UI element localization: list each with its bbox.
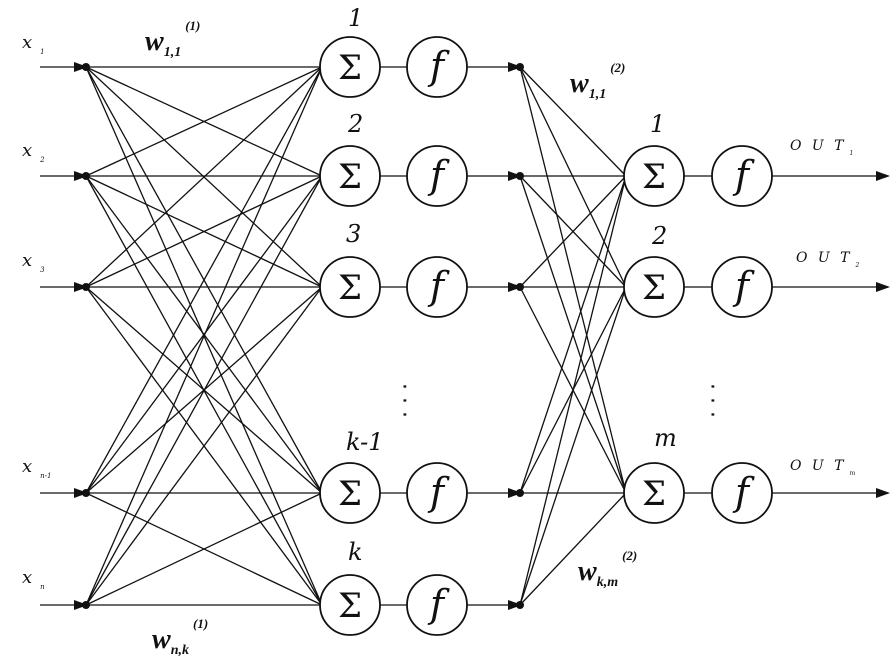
hidden-sum-k-circle (319, 574, 381, 636)
hidden-sum-1-circle (319, 36, 381, 98)
edge-in5-hid2 (85, 175, 323, 606)
output-ellipsis: · · · (699, 383, 724, 418)
hidden-sum-2-symbol: Σ (338, 157, 362, 197)
input-dot-4 (82, 489, 90, 497)
output-f-1-circle (711, 145, 773, 207)
hidden-f-k-1-circle (406, 462, 468, 524)
edge-hidk-out2 (519, 286, 627, 606)
input-dot-2 (82, 172, 90, 180)
output-node-label-1: 1 (650, 110, 665, 138)
hidden-out-dot-3 (516, 283, 524, 291)
edge-hid1-out2 (519, 66, 627, 288)
output-sum-2-symbol: Σ (642, 268, 666, 308)
hidden-out-dot-2 (516, 172, 524, 180)
hidden-label-3: 3 (346, 220, 361, 248)
edge-in3-hid2 (85, 175, 323, 288)
weight-label-w11-2: w1,1(2) (570, 60, 625, 102)
edge-hid3-out1 (519, 175, 627, 288)
hidden-f-3-circle (406, 256, 468, 318)
hidden-label-2: 2 (347, 110, 363, 138)
input-dot-1 (82, 63, 90, 71)
edge-in2-hid1 (85, 66, 323, 177)
hidden-label-k: k (348, 538, 363, 566)
edge-in4-hid1 (85, 66, 323, 494)
hidden-f-2-circle (406, 145, 468, 207)
hidden-ellipsis: · · · (391, 383, 416, 418)
edge-hidk-1-out1 (519, 175, 627, 494)
weight-label-wnk-1: wn,k(1) (152, 616, 208, 658)
hidden-sum-k-1-symbol: Σ (338, 474, 362, 514)
input-dot-5 (82, 601, 90, 609)
output-f-2-circle (711, 256, 773, 318)
output-sum-m-circle (623, 462, 685, 524)
input-dot-3 (82, 283, 90, 291)
hidden-out-dot-k-1 (516, 489, 524, 497)
edge-hid1-out1 (519, 66, 627, 177)
edge-in5-hid1 (85, 66, 323, 606)
output-node-label-m: m (654, 424, 677, 452)
output-f-m-circle (711, 462, 773, 524)
hidden-label-1: 1 (348, 4, 363, 32)
hidden-out-dot-k (516, 601, 524, 609)
weight-label-wkm-2: wk,m(2) (578, 548, 637, 590)
edge-in3-hid1 (85, 66, 323, 288)
edge-hidk-out1 (519, 175, 627, 606)
output-sum-1-symbol: Σ (642, 157, 666, 197)
hidden-f-k-circle (406, 574, 468, 636)
output-sum-m-symbol: Σ (642, 474, 666, 514)
edge-hidk-outm (519, 492, 627, 606)
edge-in5-hid4 (85, 492, 323, 606)
output-node-label-2: 2 (651, 222, 667, 250)
output-sum-1-circle (623, 145, 685, 207)
hidden-sum-k-1-circle (319, 462, 381, 524)
hidden-label-k-1: k-1 (346, 428, 384, 456)
hidden-sum-3-symbol: Σ (338, 268, 362, 308)
hidden-sum-3-circle (319, 256, 381, 318)
hidden-out-dot-1 (516, 63, 524, 71)
hidden-sum-1-symbol: Σ (338, 48, 362, 88)
weight-label-w11-1: w1,1(1) (145, 18, 200, 60)
output-sum-2-circle (623, 256, 685, 318)
hidden-sum-2-circle (319, 145, 381, 207)
hidden-sum-k-symbol: Σ (338, 586, 362, 626)
hidden-f-1-circle (406, 36, 468, 98)
edge-in5-hid3 (85, 286, 323, 606)
edge-hid1-outm (519, 66, 627, 494)
